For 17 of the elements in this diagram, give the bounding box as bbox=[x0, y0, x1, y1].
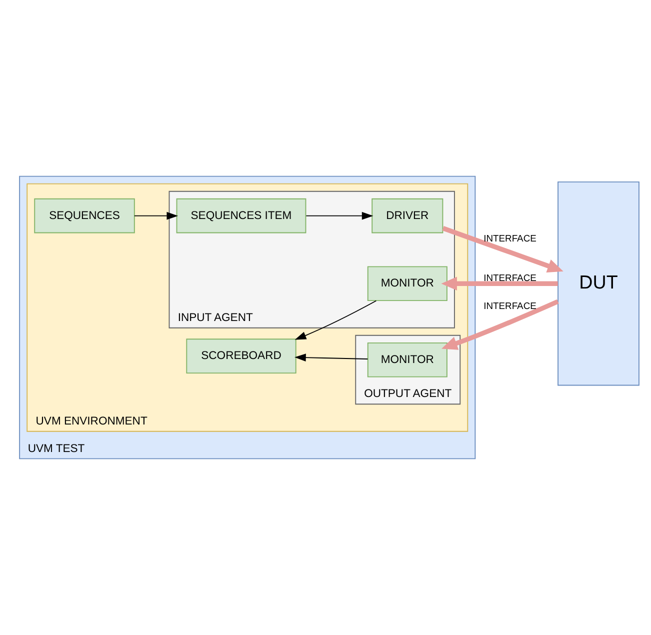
node-box: DUT bbox=[558, 181, 640, 386]
arrow bbox=[442, 226, 564, 273]
arrow bbox=[134, 212, 178, 220]
arrow bbox=[442, 299, 559, 350]
node-box: DRIVER bbox=[372, 198, 444, 234]
edge-label: INTERFACE bbox=[484, 272, 536, 283]
node-box: MONITOR bbox=[367, 342, 448, 378]
arrow bbox=[441, 276, 558, 290]
node-box: SEQUENCES bbox=[34, 198, 135, 234]
arrow bbox=[294, 354, 368, 362]
arrow bbox=[306, 212, 374, 220]
node-box: SCOREBOARD bbox=[186, 338, 296, 374]
edge-label: INTERFACE bbox=[484, 232, 536, 244]
node-box: SEQUENCES ITEM bbox=[176, 198, 306, 234]
node-box: MONITOR bbox=[367, 266, 448, 302]
edge-label: INTERFACE bbox=[484, 300, 536, 312]
arrow bbox=[294, 300, 377, 340]
